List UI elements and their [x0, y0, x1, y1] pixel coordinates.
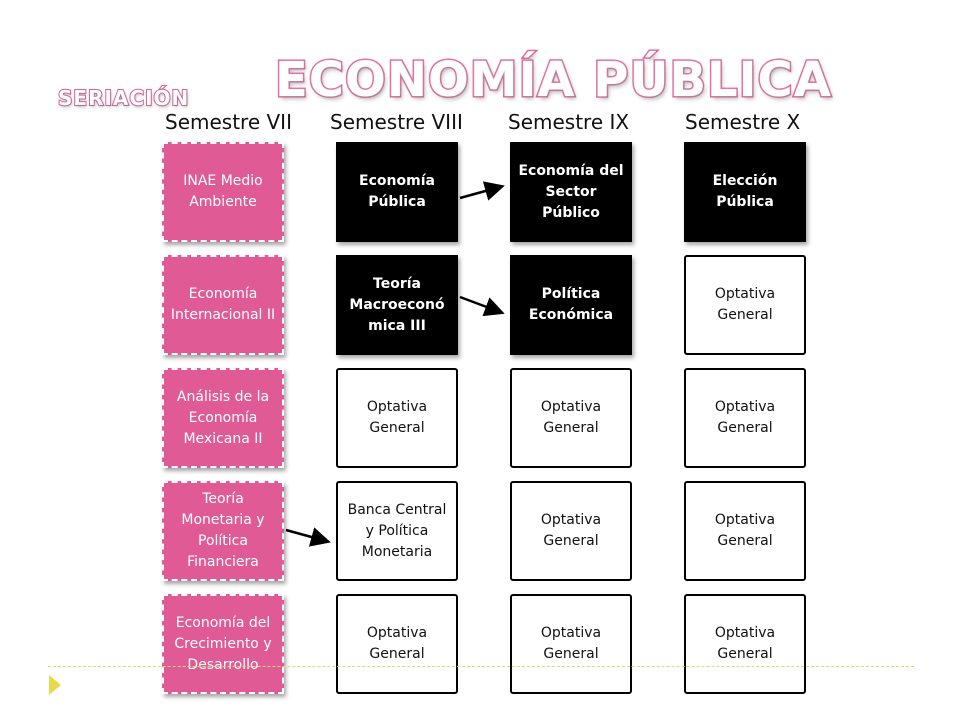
column-header-semestre-ix: Semestre IX: [508, 110, 630, 134]
column-header-semestre-x: Semestre X: [685, 110, 801, 134]
course-box: Teoría Monetaria y Política Financiera: [162, 481, 284, 581]
course-box: Teoría Macroeconó mica III: [336, 255, 458, 355]
course-box: Optativa General: [510, 594, 632, 694]
course-box: Optativa General: [684, 594, 806, 694]
course-box: Análisis de la Economía Mexicana II: [162, 368, 284, 468]
course-box: Economía del Crecimiento y Desarrollo: [162, 594, 284, 694]
course-box: Economía del Sector Público: [510, 142, 632, 242]
page-subtitle: SERIACIÓN: [57, 85, 190, 111]
triangle-bullet-icon: [49, 675, 61, 695]
course-box: Optativa General: [510, 481, 632, 581]
arrow-teoria-monetaria-to-banca-central: [285, 527, 331, 547]
course-box: Optativa General: [336, 368, 458, 468]
course-box: Banca Central y Política Monetaria: [336, 481, 458, 581]
arrow-macroeconomia-to-politica-economica: [459, 295, 505, 317]
course-box: Optativa General: [684, 481, 806, 581]
page-title: ECONOMÍA PÚBLICA: [274, 51, 833, 110]
footer-divider: [48, 666, 914, 667]
course-box: Elección Pública: [684, 142, 806, 242]
arrow-economia-publica-to-sector-publico: [459, 181, 505, 201]
column-header-semestre-vii: Semestre VII: [165, 110, 292, 134]
course-box: Optativa General: [510, 368, 632, 468]
column-header-semestre-viii: Semestre VIII: [330, 110, 463, 134]
course-box: Economía Pública: [336, 142, 458, 242]
course-box: Política Económica: [510, 255, 632, 355]
course-box: INAE Medio Ambiente: [162, 142, 284, 242]
course-box: Optativa General: [684, 255, 806, 355]
course-box: Economía Internacional II: [162, 255, 284, 355]
course-box: Optativa General: [684, 368, 806, 468]
course-box: Optativa General: [336, 594, 458, 694]
